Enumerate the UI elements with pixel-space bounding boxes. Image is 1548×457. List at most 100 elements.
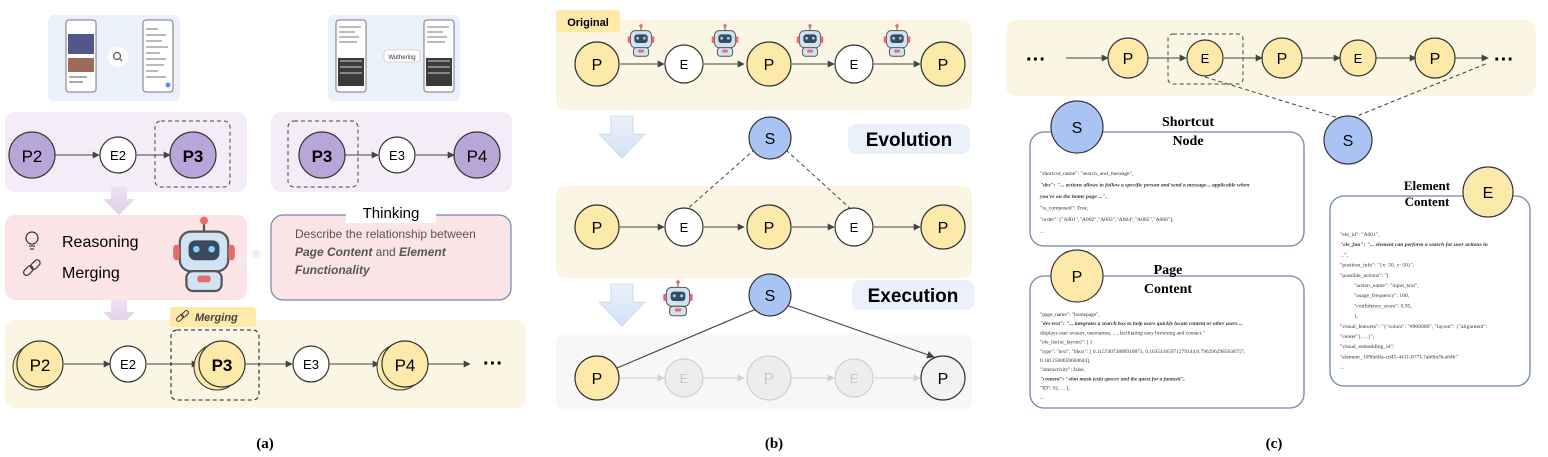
b-orig-node-5-label: P bbox=[938, 57, 949, 74]
search-box-text: Wuthering bbox=[388, 55, 415, 61]
b-exec-node-1 bbox=[574, 355, 620, 401]
b-evo-node-3-label: P bbox=[764, 220, 775, 237]
phone-screenshot-feed bbox=[65, 19, 97, 93]
element-code-line: }, bbox=[1354, 314, 1359, 320]
element-card-node-label: E bbox=[1483, 185, 1494, 202]
b-evo-node-2 bbox=[664, 207, 704, 247]
shortcut-card-node-label: S bbox=[1072, 120, 1083, 137]
thinking-line-1: Describe the relationship between bbox=[295, 227, 476, 241]
page-code-line: "content": "elon musk tesla spacex and t… bbox=[1040, 376, 1185, 382]
b-evo-shortcut-label: S bbox=[765, 131, 776, 148]
element-code-line: "action_name": "input_text", bbox=[1354, 283, 1419, 289]
element-code-line: "ele_id": "A001", bbox=[1340, 232, 1380, 238]
page-code-line: "interactivity": false, bbox=[1040, 366, 1085, 373]
node-p3-left bbox=[169, 131, 217, 179]
element-code-line: "center"}, ...}", bbox=[1340, 334, 1375, 340]
b-orig-node-1 bbox=[574, 41, 620, 87]
phone-screenshot-keyboard-2 bbox=[423, 19, 455, 93]
highlight-p3-right bbox=[287, 120, 359, 188]
shortcut-code-line: "order": ["A001","A002","A003","A004","A… bbox=[1040, 217, 1174, 223]
thought-dot-2 bbox=[252, 250, 260, 258]
highlight-p3-merged bbox=[170, 329, 260, 401]
node-e2-merged-label: E2 bbox=[120, 357, 136, 372]
element-card-node bbox=[1462, 166, 1514, 218]
b-orig-node-4-label: E bbox=[850, 57, 859, 72]
ellipsis-c-left: ··· bbox=[1026, 49, 1046, 71]
element-code-line: "confidence_score": 0.95, bbox=[1354, 302, 1412, 309]
b-exec-node-1-label: P bbox=[592, 371, 603, 388]
shortcut-code-line: you're on the home page ...", bbox=[1039, 194, 1107, 200]
node-p4 bbox=[453, 131, 501, 179]
merging-tag-label: Merging bbox=[195, 312, 238, 324]
b-evo-node-4-label: E bbox=[850, 220, 859, 235]
page-card-body: "page_name": "homepage", "des-text": "...… bbox=[1040, 312, 1246, 401]
highlight-e-c bbox=[1167, 33, 1244, 85]
b-exec-shortcut-label: S bbox=[765, 288, 776, 305]
phone-screenshot-keyboard bbox=[335, 19, 367, 93]
node-p3-left-label: P3 bbox=[183, 147, 204, 166]
thinking-title-bg bbox=[346, 205, 436, 223]
element-code-line: "possible_actions": "[ bbox=[1340, 273, 1389, 279]
c-node-3-label: P bbox=[1277, 51, 1288, 68]
node-p2-label: P2 bbox=[22, 147, 43, 166]
element-code-line: ... bbox=[1340, 365, 1345, 371]
c-shortcut-node-floating-label: S bbox=[1343, 133, 1354, 150]
b-exec-shortcut-node bbox=[748, 273, 792, 317]
page-code-line: "type": "text", "bbox": [ 0.115740738809… bbox=[1040, 349, 1246, 355]
panel-a-label: (a) bbox=[256, 436, 274, 452]
page-card-node-label: P bbox=[1072, 269, 1083, 286]
shortcut-card-title-1: Shortcut bbox=[1162, 115, 1214, 130]
phone-screenshot-list bbox=[142, 19, 174, 93]
element-code-line: "visual_embedding_id": bbox=[1340, 344, 1395, 350]
node-e2-merged bbox=[109, 345, 147, 383]
lightbulb-icon bbox=[25, 231, 39, 250]
b-exec-node-4 bbox=[834, 358, 874, 398]
element-card-title-1: Element bbox=[1404, 178, 1451, 193]
b-orig-node-2 bbox=[664, 44, 704, 84]
shortcut-card-node bbox=[1050, 100, 1104, 154]
b-evo-node-1 bbox=[574, 204, 620, 250]
node-p3-right bbox=[298, 131, 346, 179]
shortcut-card-body: "shortcut_name": "search_and_message","d… bbox=[1039, 171, 1249, 235]
b-evo-node-4 bbox=[834, 207, 874, 247]
element-code-line: ...", bbox=[1340, 252, 1348, 258]
search-icon bbox=[112, 51, 123, 62]
b-orig-node-2-label: E bbox=[680, 57, 689, 72]
search-box bbox=[383, 49, 421, 63]
page-code-line: "ele_list(ui_layout)": [ { bbox=[1040, 339, 1093, 346]
page-code-line: "page_name": "homepage", bbox=[1040, 312, 1100, 318]
b-evo-node-5-label: P bbox=[938, 220, 949, 237]
shortcut-code-line: "des": "... actions allows to follow a s… bbox=[1040, 183, 1249, 189]
b-orig-node-3 bbox=[746, 41, 792, 87]
b-exec-node-5 bbox=[920, 355, 966, 401]
element-card-title-2: Content bbox=[1405, 194, 1450, 209]
page-card-node bbox=[1050, 249, 1104, 303]
panel-b: Original P E P E P Evolution S P bbox=[556, 10, 974, 452]
page-content-card bbox=[1029, 275, 1305, 409]
element-code-line: "element_1096e0fa-cd45-4411-877f-7ab6bc9… bbox=[1340, 353, 1458, 360]
page-code-line: "des-text": "... integrates a search box… bbox=[1040, 321, 1243, 327]
b-exec-node-5-label: P bbox=[938, 371, 949, 388]
c-node-3 bbox=[1261, 37, 1303, 79]
b-exec-node-2 bbox=[664, 358, 704, 398]
merging-tag bbox=[170, 307, 256, 327]
node-p4-merged bbox=[381, 340, 429, 388]
down-arrow-merge bbox=[103, 187, 135, 215]
element-content-card bbox=[1329, 195, 1531, 387]
node-p2-merged-label: P2 bbox=[30, 356, 51, 375]
page-code-line: displays user avatars, usernames, ..., f… bbox=[1040, 329, 1205, 336]
thinking-title: Thinking bbox=[363, 205, 420, 222]
shortcut-code-line: "is_composed": True, bbox=[1040, 206, 1089, 212]
node-p4-merged-label: P4 bbox=[395, 356, 416, 375]
b-evo-node-5 bbox=[920, 204, 966, 250]
node-e3-merged bbox=[292, 345, 330, 383]
reasoning-label: Reasoning bbox=[62, 234, 139, 251]
element-code-line: "visual_features": "{"colors": "#000000"… bbox=[1340, 323, 1488, 330]
c-node-4-label: E bbox=[1354, 51, 1363, 66]
down-arrow-evolution bbox=[598, 115, 646, 159]
panel-c: ··· ··· P E P E P S S Shortcut Node "sho… bbox=[1006, 20, 1536, 452]
element-code-line: "usage_frequency": 100, bbox=[1354, 292, 1410, 299]
page-code-line: 0.1812500059604644], bbox=[1040, 358, 1091, 364]
panel-b-label: (b) bbox=[765, 436, 783, 452]
merging-label: Merging bbox=[62, 265, 120, 282]
